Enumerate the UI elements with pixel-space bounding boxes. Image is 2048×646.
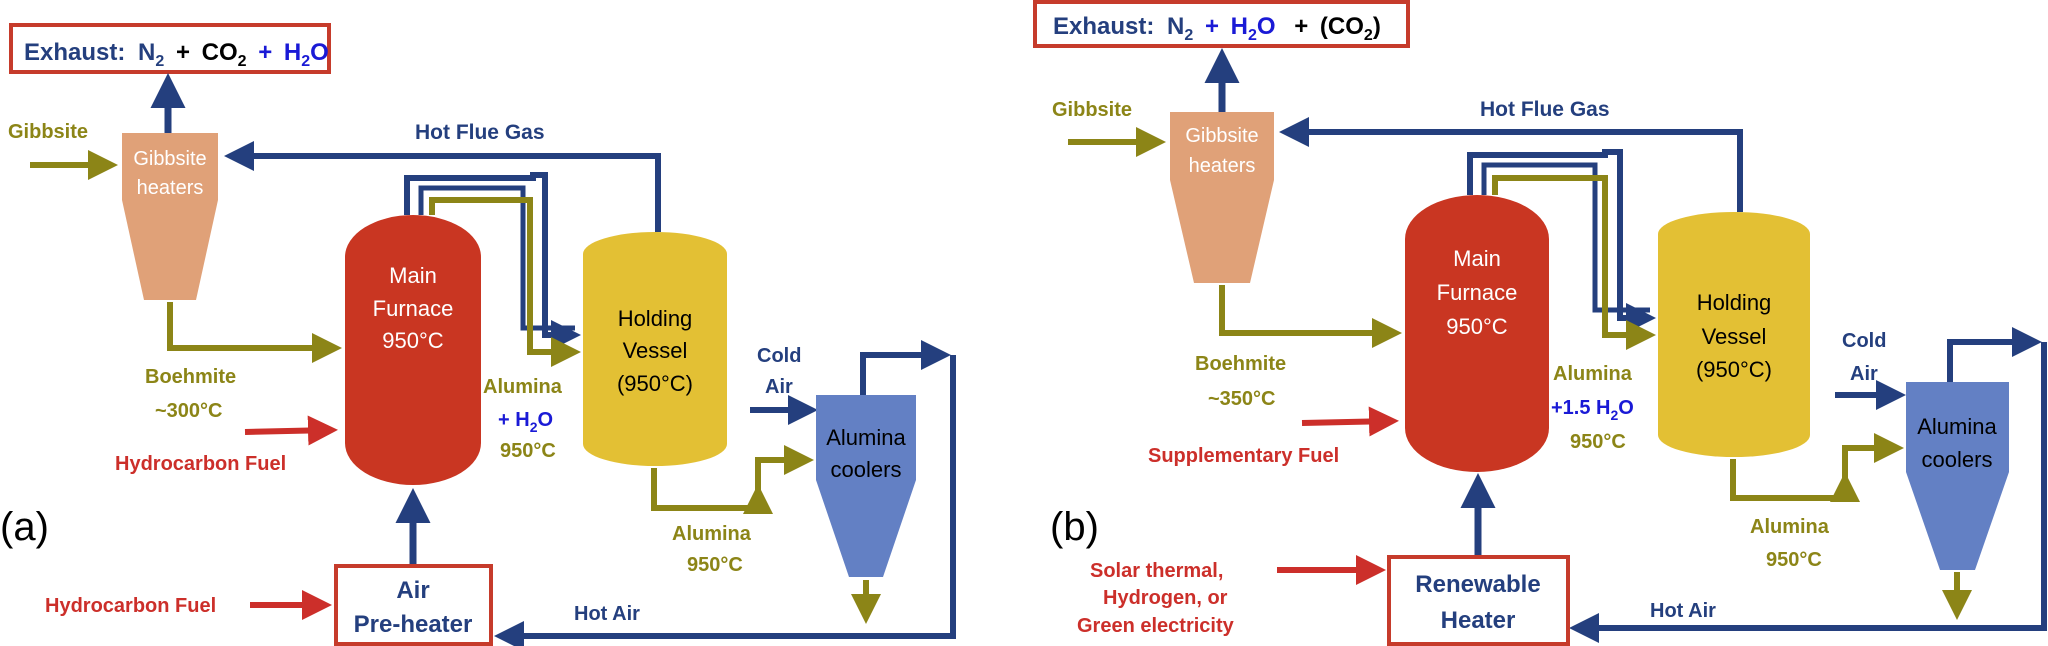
alumina-h2o-label-b-2: +1.5 H2O xyxy=(1551,397,1634,423)
furnace-label-b-3: 950°C xyxy=(1446,314,1508,339)
boehmite-label-b-1: Boehmite xyxy=(1195,353,1286,375)
cooler-label-a-1: Alumina xyxy=(826,425,906,450)
hot-air-return-b xyxy=(1569,342,2047,643)
vessel-label-b-1: Holding xyxy=(1697,290,1772,315)
air-preheater-box-a xyxy=(334,564,493,646)
hot-air-loop-b xyxy=(1947,327,2042,382)
gibbsite-heater-label-b-1: Gibbsite xyxy=(1185,125,1258,147)
cold-air-label-b-1: Cold xyxy=(1842,330,1886,352)
gibbsite-heater-a xyxy=(122,133,218,300)
panel-label-a: (a) xyxy=(0,505,49,549)
holding-vessel-a xyxy=(583,232,727,466)
fuel-arrow-a-1 xyxy=(244,415,338,446)
cold-air-label-a-2: Air xyxy=(765,376,793,398)
furnace-gas-line-a-2 xyxy=(418,185,575,331)
main-furnace-a xyxy=(345,215,481,485)
cold-air-label-b-2: Air xyxy=(1850,363,1878,385)
alumina-line-a xyxy=(429,197,581,367)
furnace-label-a-3: 950°C xyxy=(382,328,444,353)
boehmite-label-a-2: ~300°C xyxy=(155,400,223,422)
hot-air-loop-a xyxy=(860,340,951,395)
main-furnace-b xyxy=(1405,195,1549,472)
alumina-out-label-b-2: 950°C xyxy=(1766,549,1822,571)
vessel-label-a-2: Vessel xyxy=(623,338,688,363)
alumina-out-label-a-1: Alumina xyxy=(672,523,752,545)
alumina-cooler-b xyxy=(1906,382,2009,570)
exhaust-label-a: Exhaust: N2 + CO2 + H2O xyxy=(24,39,329,72)
alumina-h2o-label-a-3: 950°C xyxy=(500,440,556,462)
alumina-h2o-label-a-2: + H2O xyxy=(498,409,553,435)
gibbsite-heater-b xyxy=(1170,112,1274,283)
gibbsite-label-a: Gibbsite xyxy=(8,121,88,143)
gibbsite-heater-label-a-1: Gibbsite xyxy=(133,148,206,170)
cooler-label-b-1: Alumina xyxy=(1917,414,1997,439)
hot-flue-gas-label-a: Hot Flue Gas xyxy=(415,121,545,144)
panel-label-b: (b) xyxy=(1050,505,1099,549)
gibbsite-heater-label-a-2: heaters xyxy=(137,177,204,199)
hot-flue-gas-line-a xyxy=(224,141,661,232)
exhaust-label-b: Exhaust: N2 + H2O + (CO2) xyxy=(1053,13,1381,46)
gibbsite-heater-label-b-2: heaters xyxy=(1189,155,1256,177)
holding-vessel-b xyxy=(1658,212,1810,457)
renewable-source-label-b-1: Solar thermal, xyxy=(1090,560,1223,582)
panel-a: Exhaust: N2 + CO2 + H2O Gibbsite heaters… xyxy=(0,23,956,646)
furnace-label-a-2: Furnace xyxy=(373,296,454,321)
renewable-heater-label-b-1: Renewable xyxy=(1415,571,1540,598)
cooler-label-a-2: coolers xyxy=(831,457,902,482)
boehmite-label-a-1: Boehmite xyxy=(145,366,236,388)
renewable-heater-box-b xyxy=(1387,555,1570,646)
hot-flue-gas-line-b xyxy=(1279,117,1743,212)
supplementary-fuel-label-b: Supplementary Fuel xyxy=(1148,445,1339,467)
vessel-label-b-3: (950°C) xyxy=(1696,357,1772,382)
exhaust-box-b xyxy=(1033,0,1410,48)
hot-flue-gas-label-b: Hot Flue Gas xyxy=(1480,98,1610,121)
air-preheater-label-a-1: Air xyxy=(396,577,429,604)
vessel-alumina-line-a xyxy=(651,445,814,511)
panel-b: Exhaust: N2 + H2O + (CO2) Gibbsite heate… xyxy=(1033,0,2047,646)
boehmite-line-b xyxy=(1219,285,1402,348)
hydrocarbon-fuel-label-a-2: Hydrocarbon Fuel xyxy=(45,595,216,617)
hydrocarbon-fuel-label-a-1: Hydrocarbon Fuel xyxy=(115,453,286,475)
alumina-out-label-a-2: 950°C xyxy=(687,554,743,576)
air-preheater-label-a-2: Pre-heater xyxy=(354,611,473,638)
furnace-gas-line-b-1 xyxy=(1467,149,1656,333)
renewable-heater-label-b-2: Heater xyxy=(1441,607,1516,634)
furnace-label-a-1: Main xyxy=(389,263,437,288)
furnace-label-b-1: Main xyxy=(1453,246,1501,271)
hot-air-label-a: Hot Air xyxy=(574,603,640,625)
alumina-out-label-b-1: Alumina xyxy=(1750,516,1830,538)
gibbsite-label-b: Gibbsite xyxy=(1052,99,1132,121)
vessel-label-a-3: (950°C) xyxy=(617,371,693,396)
boehmite-label-b-2: ~350°C xyxy=(1208,388,1276,410)
alumina-cooler-a xyxy=(816,395,916,577)
alumina-h2o-label-a-1: Alumina xyxy=(483,376,563,398)
vessel-label-a-1: Holding xyxy=(618,306,693,331)
boehmite-line-a xyxy=(167,302,342,363)
renewable-source-label-b-2: Hydrogen, or xyxy=(1103,587,1228,609)
renewable-source-label-b-3: Green electricity xyxy=(1077,615,1235,637)
hot-air-label-b: Hot Air xyxy=(1650,600,1716,622)
furnace-gas-line-b-2 xyxy=(1481,162,1650,313)
cooler-label-b-2: coolers xyxy=(1922,447,1993,472)
supplementary-fuel-arrow-b xyxy=(1301,406,1399,437)
furnace-gas-line-a-1 xyxy=(404,172,581,350)
vessel-label-b-2: Vessel xyxy=(1702,324,1767,349)
hot-air-return-a xyxy=(494,355,956,646)
cold-air-label-a-1: Cold xyxy=(757,345,801,367)
alumina-h2o-label-b-3: 950°C xyxy=(1570,431,1626,453)
alumina-h2o-label-b-1: Alumina xyxy=(1553,363,1633,385)
alumina-line-b xyxy=(1492,175,1656,350)
exhaust-box-a xyxy=(9,23,331,74)
furnace-label-b-2: Furnace xyxy=(1437,280,1518,305)
